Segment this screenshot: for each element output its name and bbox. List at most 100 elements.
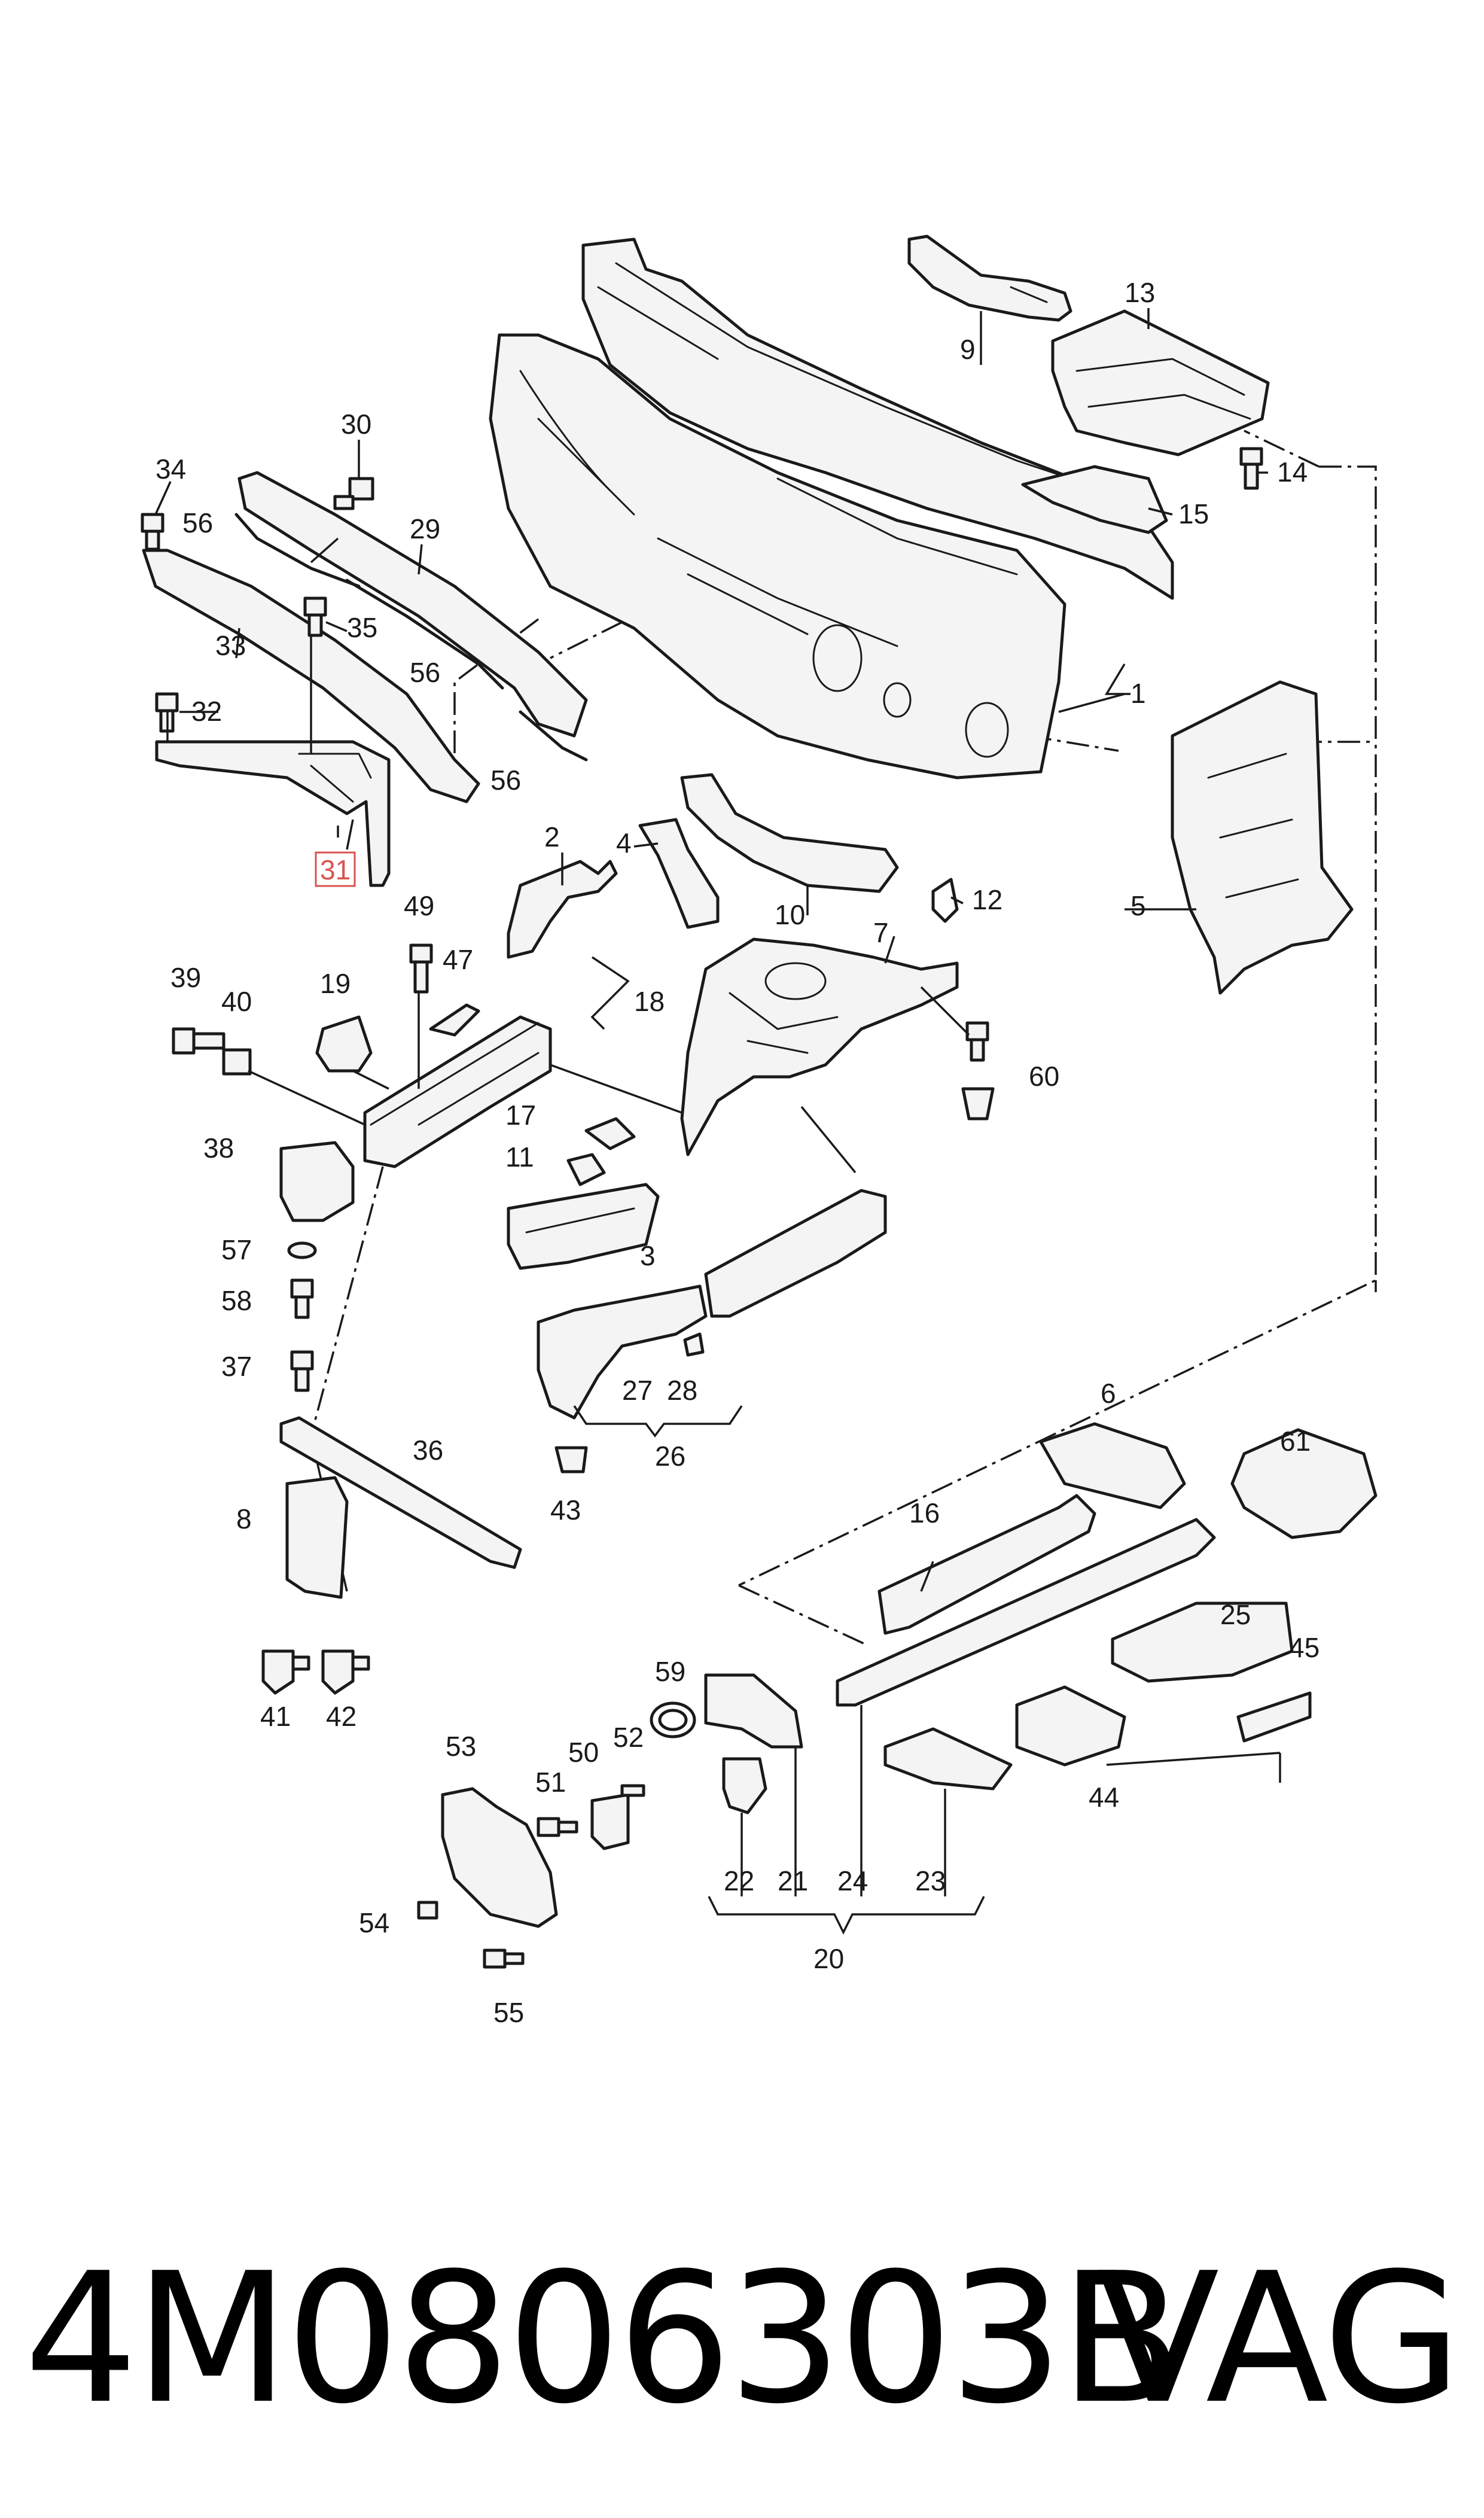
callout-3: 3 [640, 1240, 656, 1271]
callout-50: 50 [568, 1737, 599, 1768]
callout-20: 20 [813, 1943, 844, 1974]
callout-35: 35 [347, 612, 377, 643]
part-43-grommet [554, 1446, 588, 1473]
callout-43: 43 [550, 1494, 581, 1526]
callout-27: 27 [622, 1375, 653, 1406]
callout-61: 61 [1280, 1426, 1311, 1457]
callout-58: 58 [221, 1285, 252, 1316]
callout-16: 16 [909, 1497, 940, 1529]
part-47-clip [429, 1003, 480, 1037]
part-21-bracket [704, 1673, 803, 1749]
callout-10: 10 [775, 899, 805, 930]
part-55-bolt [483, 1948, 525, 1969]
part-12-clip [931, 878, 959, 923]
group-bracket-18 [590, 956, 630, 1030]
part-44-floor-bracket [1015, 1685, 1126, 1767]
part-28-clip [683, 1332, 705, 1357]
part-10-upper-rail [680, 773, 899, 893]
callout-21: 21 [778, 1865, 808, 1896]
part-23-bracket [883, 1727, 1013, 1791]
callout-12: 12 [972, 884, 1002, 915]
callout-56-middle: 56 [410, 657, 440, 688]
part-number: 4M0806303B [24, 2234, 1183, 2443]
callout-22: 22 [724, 1865, 754, 1896]
callout-44: 44 [1089, 1782, 1119, 1813]
leader-lines-left-middle [248, 993, 682, 1126]
part-17-clip [584, 1117, 636, 1150]
callout-37: 37 [221, 1351, 252, 1382]
part-5-a-pillar-panel [1171, 680, 1354, 995]
callout-leader-ticks [154, 308, 1268, 964]
callout-15: 15 [1178, 498, 1209, 529]
footer: 4M0806303B VAG [24, 2231, 1462, 2447]
part-50-bracket [590, 1793, 630, 1850]
group-bracket-44 [1106, 1752, 1281, 1783]
callout-49: 49 [404, 890, 434, 921]
leader-lines-lower [741, 1561, 946, 1896]
part-57-washer [287, 1241, 317, 1259]
callout-25: 25 [1220, 1599, 1251, 1630]
part-37-bolt [290, 1350, 314, 1392]
callout-52: 52 [613, 1722, 644, 1753]
part-1-bulkhead [489, 238, 1174, 780]
callout-7: 7 [873, 917, 889, 948]
callout-38: 38 [203, 1132, 234, 1164]
callout-39: 39 [170, 962, 201, 993]
part-19-bracket [315, 1015, 373, 1073]
part-32-bolt [155, 692, 179, 733]
callout-13: 13 [1125, 277, 1155, 308]
part-56-seal-lower [519, 710, 588, 762]
callout-26: 26 [655, 1441, 685, 1472]
part-60-bolt-nut [961, 1021, 995, 1121]
callout-1: 1 [1130, 678, 1146, 709]
callout-29: 29 [410, 513, 440, 544]
callout-31-highlight-box [315, 851, 356, 887]
callout-54: 54 [359, 1907, 389, 1938]
part-26-rail-extension [704, 1189, 887, 1318]
part-49-bolt [409, 943, 433, 994]
part-39-bolt [172, 1027, 226, 1055]
callout-labels: 1 2 3 4 5 6 7 8 9 10 11 12 13 14 15 16 1… [156, 277, 1320, 2028]
part-27-longitudinal-section [537, 1284, 708, 1420]
part-35-bolt [303, 596, 327, 637]
part-11-clip [566, 1153, 606, 1186]
part-53-shield [441, 1787, 558, 1928]
part-41-bolt [261, 1649, 310, 1695]
callout-19: 19 [320, 968, 351, 999]
part-16-sill [877, 1494, 1096, 1635]
part-58-bolt [290, 1278, 314, 1319]
part-6-bracket [1039, 1422, 1186, 1509]
callout-28: 28 [667, 1375, 697, 1406]
callout-55: 55 [493, 1997, 524, 2028]
part-2-bracket [507, 860, 618, 959]
callout-9: 9 [960, 334, 976, 365]
leader-lines-center-upper [800, 986, 970, 1174]
callout-6: 6 [1101, 1378, 1116, 1409]
callout-31-highlighted: 31 [320, 854, 351, 885]
part-24-rocker [836, 1518, 1216, 1707]
callout-53: 53 [446, 1731, 476, 1762]
callout-11: 11 [505, 1141, 534, 1173]
callout-60: 60 [1029, 1061, 1059, 1092]
part-31-bracket [155, 740, 391, 887]
part-29-crossmember [237, 471, 588, 738]
callout-51: 51 [535, 1767, 566, 1798]
brand: VAG [1096, 2234, 1462, 2443]
part-56-seal-middle [345, 578, 504, 690]
part-3-bracket-upper [507, 1183, 660, 1270]
callout-14: 14 [1277, 456, 1308, 488]
callout-18: 18 [634, 986, 665, 1017]
part-34-bolt [141, 513, 164, 551]
callout-45: 45 [1289, 1632, 1320, 1663]
callout-47: 47 [443, 944, 473, 975]
part-54-bolt [417, 1901, 438, 1920]
callout-8: 8 [236, 1503, 252, 1534]
part-40-nut [222, 1048, 252, 1076]
callout-42: 42 [326, 1701, 356, 1732]
callout-17: 17 [505, 1100, 536, 1131]
group-bracket-20 [708, 1896, 985, 1935]
callout-40: 40 [221, 986, 252, 1017]
callout-36: 36 [413, 1435, 443, 1466]
callout-34: 34 [156, 453, 186, 485]
